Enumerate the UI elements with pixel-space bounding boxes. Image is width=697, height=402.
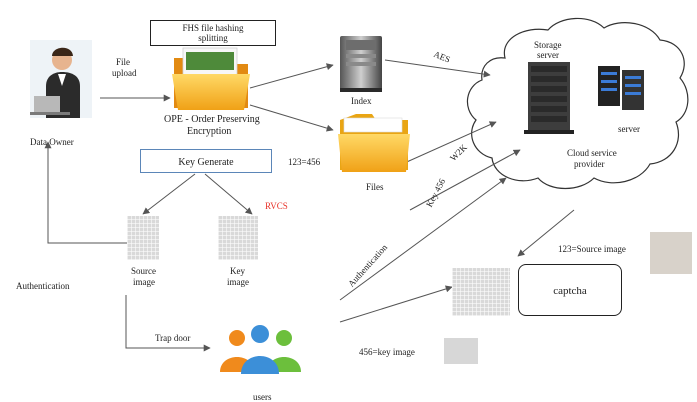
flow-arrows bbox=[44, 59, 575, 352]
server-label: server bbox=[618, 124, 640, 134]
server-tower-icon bbox=[340, 36, 382, 92]
key-image-label-line1: Key bbox=[230, 266, 245, 276]
key-mapping-label: 456=key image bbox=[359, 347, 415, 357]
source-image-label-line1: Source bbox=[131, 266, 156, 276]
arrow-to-files bbox=[249, 104, 334, 132]
folder-icon bbox=[338, 114, 410, 172]
fhs-label-line2: splitting bbox=[198, 33, 228, 43]
fhs-label-line1: FHS file hashing bbox=[182, 23, 244, 33]
arrow-keygen-key bbox=[204, 173, 253, 215]
trap-door-label: Trap door bbox=[155, 333, 191, 343]
index-label: Index bbox=[351, 96, 372, 106]
ope-label-line1: OPE - Order Preserving bbox=[164, 114, 260, 125]
arrow-keygen-source bbox=[142, 173, 196, 215]
cloud-provider-label-line2: provider bbox=[574, 159, 605, 169]
key-image-swatch bbox=[444, 338, 478, 364]
arrow-cloud-captcha bbox=[517, 209, 575, 257]
folder-icon bbox=[172, 47, 250, 110]
file-upload-label-line2: upload bbox=[112, 68, 137, 78]
storage-server-label-line2: server bbox=[537, 50, 559, 60]
ope-label-line2: Encryption bbox=[187, 126, 232, 137]
users-label: users bbox=[253, 392, 272, 402]
key-image-label-line2: image bbox=[227, 277, 249, 287]
key-generate-box: Key Generate bbox=[140, 149, 272, 173]
arrow-to-index bbox=[249, 63, 334, 89]
rvcs-label: RVCS bbox=[265, 201, 288, 211]
cloud-icon bbox=[466, 17, 689, 189]
data-owner-label: Data Owner bbox=[30, 137, 74, 147]
key-image-thumb bbox=[218, 216, 258, 260]
arrow-key-456 bbox=[409, 149, 521, 211]
person-at-laptop-icon bbox=[30, 40, 92, 118]
key-generate-label: Key Generate bbox=[178, 157, 234, 168]
arrow-authentication-left bbox=[44, 141, 135, 244]
arrow-w2k bbox=[399, 121, 497, 166]
arrow-aes bbox=[384, 59, 491, 78]
arrow-users-image bbox=[339, 285, 453, 323]
server-rack-icon bbox=[598, 66, 644, 110]
captcha-label: captcha bbox=[553, 285, 587, 297]
equation-123-456: 123=456 bbox=[288, 157, 321, 167]
combined-image-thumb bbox=[452, 268, 510, 316]
source-image-label-line2: image bbox=[133, 277, 155, 287]
cloud-provider-label-line1: Cloud service bbox=[567, 148, 617, 158]
storage-server-label-line1: Storage bbox=[534, 40, 562, 50]
server-rack-icon bbox=[524, 62, 574, 134]
captcha-box: captcha bbox=[518, 264, 622, 316]
source-mapping-label: 123=Source image bbox=[558, 244, 626, 254]
users-group-icon bbox=[220, 325, 301, 374]
fhs-box: FHS file hashing splitting bbox=[150, 20, 276, 46]
arrow-trapdoor bbox=[125, 295, 211, 352]
files-label: Files bbox=[366, 182, 384, 192]
source-image-swatch bbox=[650, 232, 692, 274]
authentication-left-label: Authentication bbox=[16, 281, 70, 291]
arrow-authentication-diag bbox=[339, 177, 507, 301]
source-image-thumb bbox=[127, 216, 159, 260]
file-upload-label-line1: File bbox=[116, 57, 131, 67]
